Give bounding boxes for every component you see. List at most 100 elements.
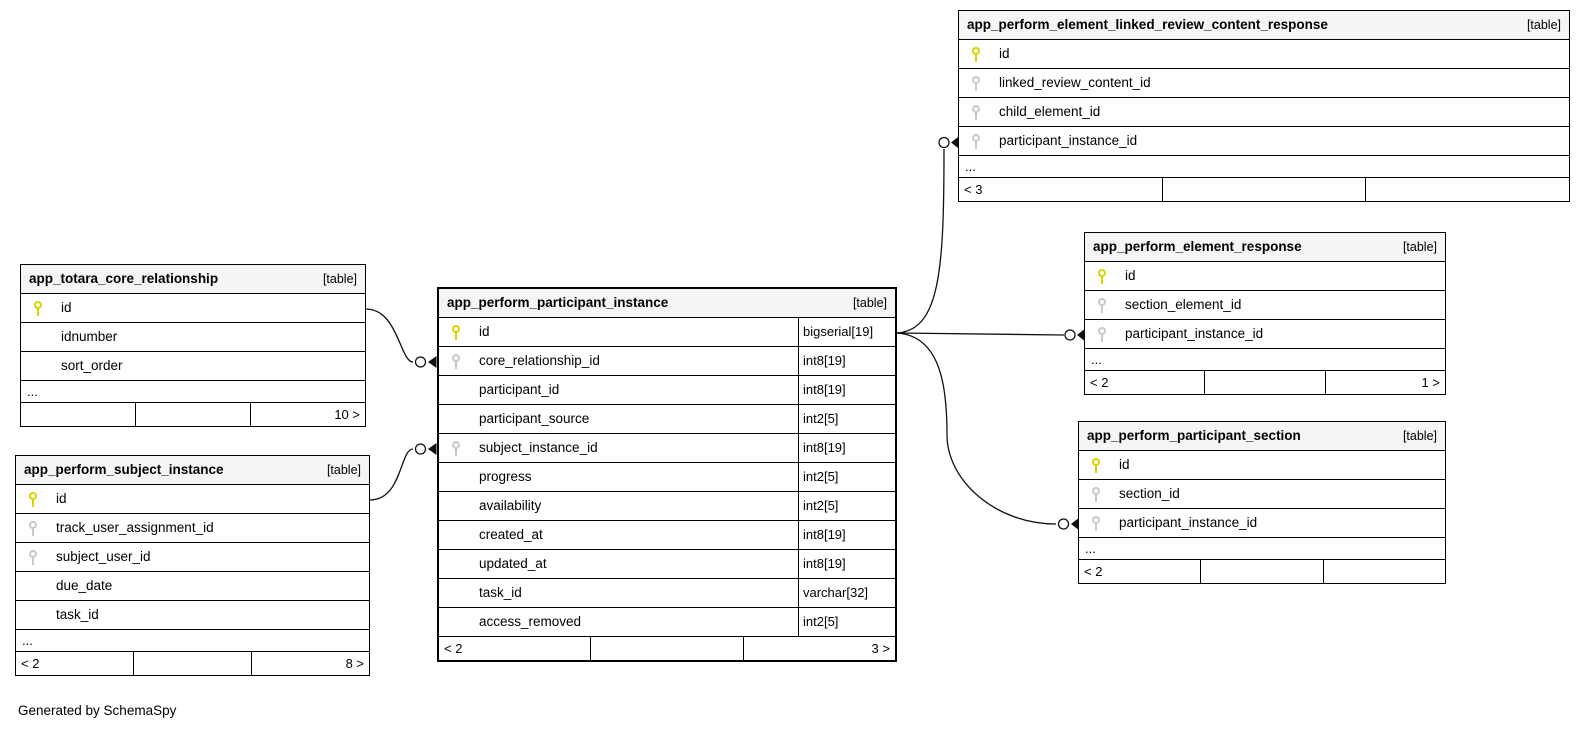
er-table-app-perform-subject-instance: app_perform_subject_instance [table] id … [15,455,370,676]
table-title[interactable]: app_perform_subject_instance [24,462,224,477]
table-header[interactable]: app_totara_core_relationship [table] [21,265,365,293]
column-row: subject_user_id [16,542,369,571]
column-row: id [1085,261,1445,290]
table-header[interactable]: app_perform_participant_instance [table] [439,289,895,317]
column-row: section_element_id [1085,290,1445,319]
er-table-app-perform-participant-instance: app_perform_participant_instance [table]… [437,287,897,662]
foreign-key-icon [972,75,981,91]
foreign-key-icon [1092,515,1101,531]
column-name: participant_instance_id [1125,326,1264,341]
column-name: updated_at [479,556,547,571]
column-row: created_at int8[19] [439,520,895,549]
foreign-key-icon [29,520,38,536]
table-tag: [table] [1402,429,1437,443]
column-row: id [959,39,1569,68]
column-name: idnumber [61,329,118,344]
column-name: due_date [56,578,113,593]
column-name: created_at [479,527,543,542]
primary-key-icon [452,324,461,340]
primary-key-icon [1098,268,1107,284]
ellipsis-row: ... [1085,348,1445,370]
column-name: sort_order [61,358,123,373]
column-row: id [16,484,369,513]
table-title[interactable]: app_perform_element_response [1093,239,1302,254]
column-row: participant_instance_id [1079,508,1445,537]
footer-cell [1200,560,1322,583]
column-row: updated_at int8[19] [439,549,895,578]
column-name: subject_instance_id [479,440,598,455]
column-type: int2[5] [798,492,895,520]
column-row: progress int2[5] [439,462,895,491]
column-row: due_date [16,571,369,600]
table-header[interactable]: app_perform_participant_section [table] [1079,422,1445,450]
table-title[interactable]: app_totara_core_relationship [29,271,219,286]
footer-cell [21,403,135,426]
table-title[interactable]: app_perform_participant_instance [447,295,669,310]
column-row: sort_order [21,351,365,380]
column-row: track_user_assignment_id [16,513,369,542]
ellipsis-row: ... [1079,537,1445,559]
er-table-app-perform-element-response: app_perform_element_response [table] id … [1084,232,1446,395]
table-title[interactable]: app_perform_participant_section [1087,428,1301,443]
footer-cell: 1 > [1324,371,1445,394]
footer-cell [1365,178,1569,201]
primary-key-icon [972,46,981,62]
table-header[interactable]: app_perform_subject_instance [table] [16,456,369,484]
column-type: bigserial[19] [798,318,895,346]
foreign-key-icon [972,133,981,149]
footer-cell [133,652,251,675]
footer-cell: < 2 [1090,375,1109,390]
table-tag: [table] [1526,18,1561,32]
ellipsis-row: ... [16,629,369,651]
footer-cell [590,637,742,660]
column-row: task_id [16,600,369,629]
ellipsis-row: ... [21,380,365,402]
column-name: task_id [56,607,99,622]
column-name: task_id [479,585,522,600]
er-table-app-perform-participant-section: app_perform_participant_section [table] … [1078,421,1446,584]
footer-row: < 2 1 > [1085,370,1445,394]
column-type: int8[19] [798,434,895,462]
generator-note: Generated by SchemaSpy [18,703,177,718]
column-name: child_element_id [999,104,1101,119]
column-name: id [56,491,67,506]
relationship-edge-participant-section [896,332,1078,530]
ellipsis-row: ... [959,155,1569,177]
column-name: participant_source [479,411,590,426]
column-row: id [1079,450,1445,479]
relationship-edge-subject-instance [369,443,437,501]
primary-key-icon [34,300,43,316]
column-name: progress [479,469,532,484]
primary-key-icon [29,491,38,507]
column-row: access_removed int2[5] [439,607,895,636]
column-type: int2[5] [798,463,895,491]
column-name: participant_instance_id [1119,515,1258,530]
table-tag: [table] [322,272,357,286]
column-name: core_relationship_id [479,353,600,368]
table-tag: [table] [326,463,361,477]
column-name: section_element_id [1125,297,1242,312]
table-header[interactable]: app_perform_element_response [table] [1085,233,1445,261]
column-row: subject_instance_id int8[19] [439,433,895,462]
column-type: int8[19] [798,521,895,549]
foreign-key-icon [452,440,461,456]
table-header[interactable]: app_perform_element_linked_review_conten… [959,11,1569,39]
column-type: int2[5] [798,608,895,636]
relationship-edge-linked-review-content-response [896,136,958,334]
column-type: int2[5] [798,405,895,433]
table-title[interactable]: app_perform_element_linked_review_conten… [967,17,1328,32]
footer-row: < 2 8 > [16,651,369,675]
column-row: participant_instance_id [1085,319,1445,348]
column-name: section_id [1119,486,1180,501]
column-row: idnumber [21,322,365,351]
footer-row: < 2 [1079,559,1445,583]
foreign-key-icon [972,104,981,120]
footer-cell: < 2 [444,641,463,656]
table-tag: [table] [1402,240,1437,254]
column-name: id [61,300,72,315]
footer-row: 10 > [21,402,365,426]
column-row: participant_id int8[19] [439,375,895,404]
column-name: linked_review_content_id [999,75,1151,90]
